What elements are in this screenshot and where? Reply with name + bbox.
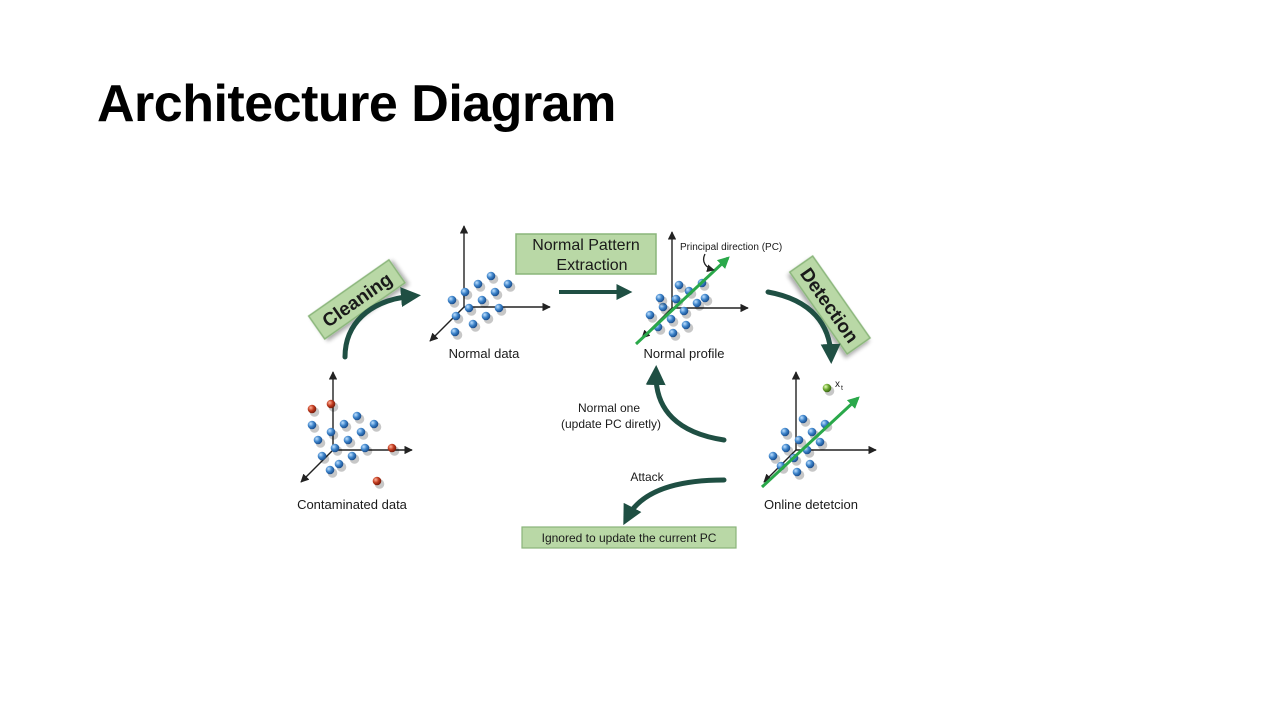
red-outlier-point-icon [307,404,317,414]
blue-data-point-icon [447,295,457,305]
blue-data-point-icon [815,437,825,447]
label-normal-data: Normal data [449,346,521,361]
blue-data-point-icon [473,279,483,289]
blue-data-point-icon [326,427,336,437]
blue-data-point-icon [460,287,470,297]
blue-data-point-icon [666,314,676,324]
outliers-contaminated [307,399,400,489]
blue-data-point-icon [347,451,357,461]
attack-flow-arrow [623,477,727,526]
feedback-attack: Attack Ignored to update the current PC [521,470,737,549]
blue-data-point-icon [317,451,327,461]
panel-contaminated-data: Contaminated data [297,371,413,512]
stage-normal-pattern-extraction: Normal Pattern Extraction [515,233,657,300]
blue-data-point-icon [645,310,655,320]
blue-data-point-icon [674,280,684,290]
blue-data-point-icon [503,279,513,289]
blue-data-point-icon [781,443,791,453]
stage-detection: Detection [765,254,872,364]
detection-label-box [788,254,872,356]
blue-data-point-icon [655,293,665,303]
panel-normal-profile: Principal direction (PC) Normal profile [634,231,782,361]
points-normal-data [447,271,516,340]
blue-data-point-icon [668,328,678,338]
stage-cleaning: Cleaning [307,258,421,360]
blue-data-point-icon [334,459,344,469]
blue-data-point-icon [798,414,808,424]
blue-data-point-icon [700,293,710,303]
blue-data-point-icon [486,271,496,281]
points-normal-profile [645,278,713,341]
blue-data-point-icon [807,427,817,437]
blue-data-point-icon [343,435,353,445]
blue-data-point-icon [658,302,668,312]
blue-data-point-icon [780,427,790,437]
ignored-label-box [521,526,737,549]
blue-data-point-icon [794,435,804,445]
blue-data-point-icon [352,411,362,421]
cleaning-flow-arrow [342,287,421,360]
label-xt: x [835,379,840,390]
red-outlier-point-icon [326,399,336,409]
principal-direction-arrow [634,256,730,346]
red-outlier-point-icon [372,476,382,486]
principal-direction-pointer [702,253,715,273]
blue-data-point-icon [356,427,366,437]
blue-data-point-icon [464,303,474,313]
attack-label: Attack [630,470,664,484]
label-contaminated-data: Contaminated data [297,497,408,512]
blue-data-point-icon [681,320,691,330]
blue-data-point-icon [451,311,461,321]
blue-data-point-icon [679,306,689,316]
blue-data-point-icon [768,451,778,461]
blue-data-point-icon [307,420,317,430]
slide-title: Architecture Diagram [97,75,616,133]
normal-one-flow-arrow [645,365,727,443]
blue-data-point-icon [692,298,702,308]
normal-one-label-line2: (update PC diretly) [561,417,661,431]
online-pc-arrow [760,396,860,489]
blue-data-point-icon [494,303,504,313]
red-outlier-point-icon [387,443,397,453]
blue-data-point-icon [805,459,815,469]
blue-data-point-icon [792,467,802,477]
blue-data-point-icon [450,327,460,337]
test-point-xt [822,383,835,396]
detection-flow-arrow [765,289,841,364]
label-online-detection: Online detetcion [764,497,858,512]
extraction-label-line2: Extraction [556,257,627,274]
blue-data-point-icon [360,443,370,453]
blue-data-point-icon [339,419,349,429]
panel-normal-data: Normal data [429,225,551,361]
extraction-label-line1: Normal Pattern [532,237,640,254]
extraction-label-box [515,233,657,275]
blue-data-point-icon [481,311,491,321]
blue-data-point-icon [490,287,500,297]
panel-online-detection: x t Online detetcion [760,371,877,512]
normal-one-label-line1: Normal one [578,401,640,415]
axes-contaminated [300,371,413,483]
ignored-label: Ignored to update the current PC [542,531,717,545]
green-test-point-icon [822,383,832,393]
blue-data-point-icon [330,443,340,453]
blue-data-point-icon [477,295,487,305]
label-normal-profile: Normal profile [644,346,725,361]
points-contaminated [307,411,382,478]
blue-data-point-icon [671,294,681,304]
blue-data-point-icon [468,319,478,329]
blue-data-point-icon [369,419,379,429]
principal-direction-label: Principal direction (PC) [680,242,782,253]
feedback-normal-one: Normal one (update PC diretly) [561,365,727,443]
blue-data-point-icon [313,435,323,445]
blue-data-point-icon [325,465,335,475]
label-xt-subscript: t [841,385,843,392]
